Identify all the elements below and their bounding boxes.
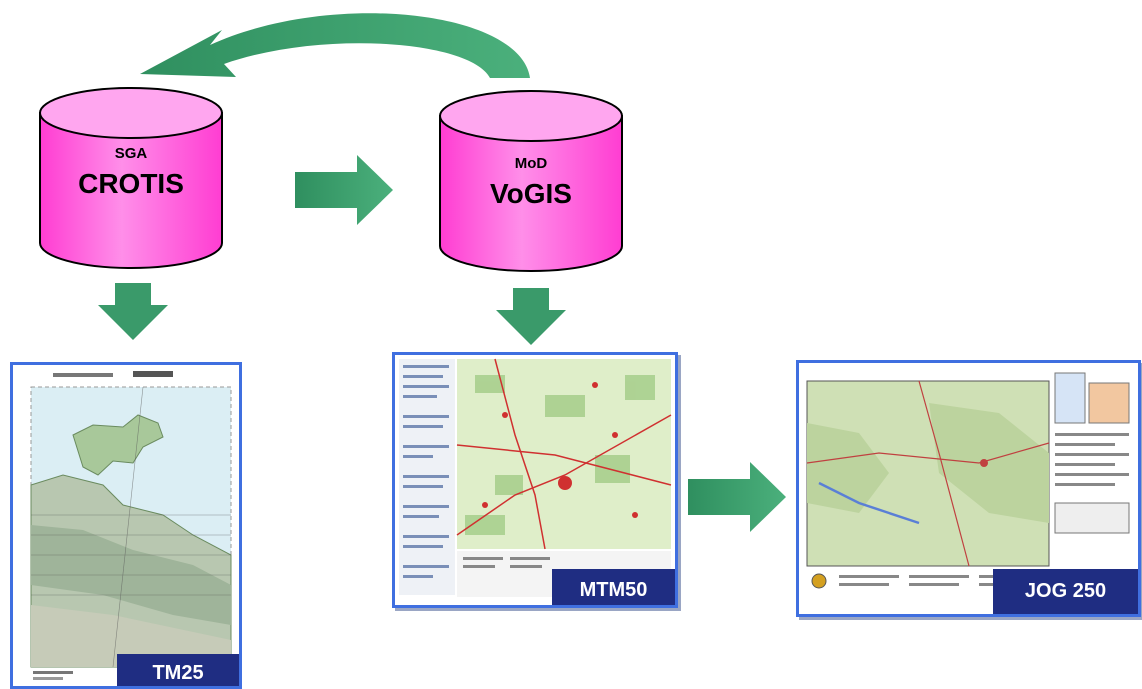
arrow-crotis-to-vogis [295, 155, 393, 225]
crotis-org-label: SGA [114, 145, 148, 162]
crotis-name-label: CROTIS [78, 168, 184, 199]
arrow-mtm50-to-jog250 [688, 462, 786, 532]
vogis-cylinder [439, 90, 623, 272]
crotis-cylinder [39, 87, 223, 269]
tm25-map-frame: TM25 [10, 362, 242, 689]
vogis-org-label: MoD [514, 155, 548, 172]
vogis-name-label: VoGIS [490, 178, 572, 209]
tm25-map-image [13, 365, 239, 686]
mtm50-label: MTM50 [552, 569, 675, 605]
tm25-label: TM25 [117, 654, 239, 686]
arrow-crotis-down [98, 283, 168, 340]
jog250-map-frame: JOG 250 [796, 360, 1141, 617]
arrow-vogis-down [496, 288, 566, 345]
mtm50-map-frame: MTM50 [392, 352, 678, 608]
jog250-label: JOG 250 [993, 569, 1138, 614]
mtm50-map-image [395, 355, 675, 605]
